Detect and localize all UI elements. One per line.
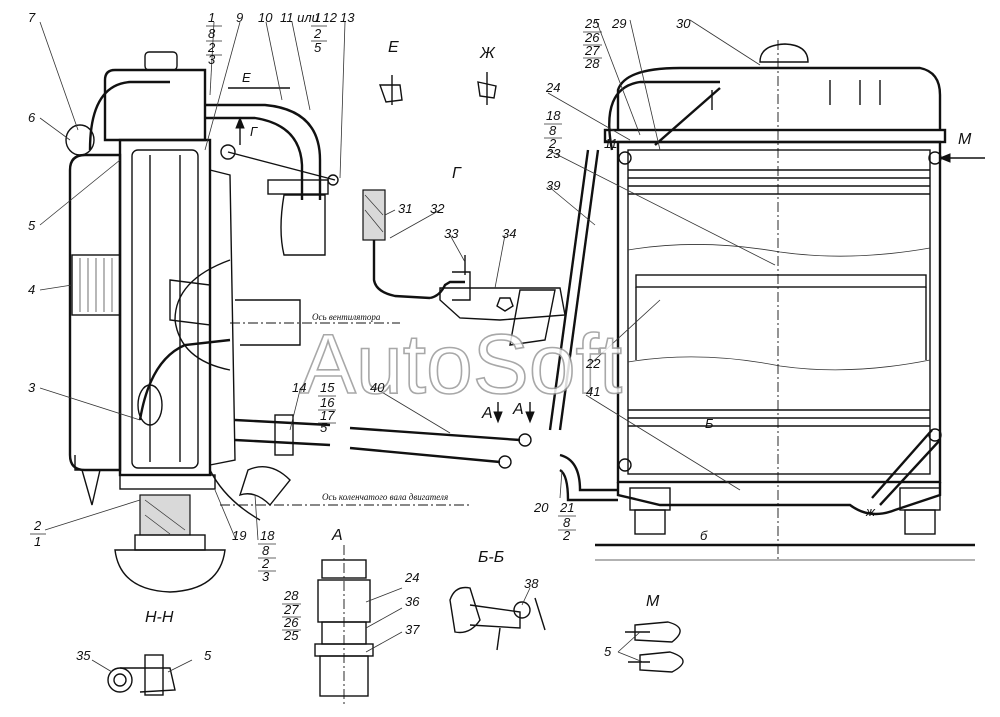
- stack-18-8-2-right: 18 8 2: [544, 108, 562, 151]
- callout-37: 37: [405, 622, 420, 637]
- stack-15-16-17-5: 15 16 17 5: [318, 380, 336, 435]
- watermark: AutoSoft: [300, 317, 622, 411]
- callout-24: 24: [545, 80, 560, 95]
- stack-item: 15: [320, 380, 335, 395]
- callout-4: 4: [28, 282, 35, 297]
- stack-item: 2: [313, 26, 322, 41]
- marker-b: Б: [705, 416, 714, 431]
- callouts: 7 6 5 4 3 9 10 11 или 12 13 14 19 31 32 …: [28, 10, 691, 663]
- crankshaft-axis-label: Ось коленчатого вала двигателя: [322, 492, 448, 502]
- stack-item: 1: [314, 10, 321, 25]
- callout-5-nn: 5: [204, 648, 212, 663]
- stack-1-8-2-3: 1 8 2 3: [206, 10, 222, 67]
- callout-3: 3: [28, 380, 36, 395]
- stack-18-8-2-3: 18 8 2 3: [258, 528, 276, 584]
- fan-axis-label: Ось вентилятора: [312, 312, 381, 322]
- stack-item: 2: [261, 556, 270, 571]
- callout-23: 23: [545, 146, 561, 161]
- stack-item: 2: [207, 40, 216, 55]
- callout-39: 39: [546, 178, 560, 193]
- stack-item: 28: [584, 56, 600, 71]
- marker-e: Е: [242, 70, 251, 85]
- stack-item: 18: [260, 528, 275, 543]
- callout-40: 40: [370, 380, 385, 395]
- callout-6: 6: [28, 110, 36, 125]
- stack-item: 16: [320, 395, 335, 410]
- stack-item: 3: [208, 52, 216, 67]
- callout-32: 32: [430, 201, 445, 216]
- callout-10: 10: [258, 10, 273, 25]
- callout-19: 19: [232, 528, 246, 543]
- callout-35: 35: [76, 648, 91, 663]
- stack-item: 1: [34, 534, 41, 549]
- callout-13: 13: [340, 10, 355, 25]
- stack-item: 21: [559, 500, 574, 515]
- stack-28-27-26-25: 28 27 26 25: [282, 588, 301, 643]
- view-g-title: Г: [452, 165, 462, 182]
- stack-item: 8: [563, 515, 571, 530]
- stack-item: 18: [546, 108, 561, 123]
- callout-24-a: 24: [404, 570, 419, 585]
- marker-b-lower: б: [700, 528, 708, 543]
- view-nn-title: Н-Н: [145, 609, 174, 626]
- callout-5-m: 5: [604, 644, 612, 659]
- callout-34: 34: [502, 226, 516, 241]
- view-zh-title: Ж: [479, 45, 496, 62]
- callout-11: 11: [604, 136, 618, 151]
- left-side-view: [65, 51, 470, 593]
- stack-item: 27: [584, 43, 600, 58]
- stack-item: 1: [208, 10, 215, 25]
- stack-item: 8: [549, 123, 557, 138]
- callout-33: 33: [444, 226, 459, 241]
- stack-item: 8: [262, 543, 270, 558]
- detail-views: [107, 72, 684, 705]
- callout-41: 41: [586, 384, 600, 399]
- callout-36: 36: [405, 594, 420, 609]
- marker-g: Г: [250, 124, 258, 139]
- stack-item: 25: [584, 16, 600, 31]
- view-a-title: А: [331, 527, 343, 544]
- right-front-view: [548, 40, 985, 561]
- leader-lines: [39, 19, 776, 673]
- callout-5: 5: [28, 218, 36, 233]
- stack-1-2-5: 1 2 5: [311, 10, 327, 55]
- stack-item: 28: [283, 588, 299, 603]
- stack-2-1: 2 1: [30, 518, 46, 549]
- stack-item: 17: [320, 408, 335, 423]
- stack-item: 2: [33, 518, 42, 533]
- stack-item: 25: [283, 628, 299, 643]
- stack-item: 2: [562, 528, 571, 543]
- stack-25-26-27-28: 25 26 27 28: [583, 16, 602, 71]
- stack-item: 26: [584, 30, 600, 45]
- view-e-title: Е: [388, 39, 399, 56]
- stack-item: 26: [283, 615, 299, 630]
- stack-item: 5: [314, 40, 322, 55]
- callout-7: 7: [28, 10, 36, 25]
- view-bb-title: Б-Б: [478, 549, 504, 566]
- marker-zh: ж: [865, 504, 876, 519]
- callout-30: 30: [676, 16, 691, 31]
- stack-item: 8: [208, 26, 216, 41]
- callout-22: 22: [585, 356, 601, 371]
- view-a-arrow-1: А: [481, 405, 493, 422]
- callout-9: 9: [236, 10, 243, 25]
- callout-31: 31: [398, 201, 412, 216]
- view-m-title: М: [646, 593, 660, 610]
- stack-item: 27: [283, 602, 299, 617]
- stack-item: 3: [262, 569, 270, 584]
- stack-21-8-2: 21 8 2: [558, 500, 576, 543]
- marker-m: М: [958, 131, 972, 148]
- stack-item: 2: [548, 136, 557, 151]
- callout-29: 29: [611, 16, 626, 31]
- callout-11-or-12: 11 или 12: [280, 10, 338, 25]
- view-a-arrow-2: А: [512, 401, 524, 418]
- callout-20: 20: [533, 500, 549, 515]
- stack-item: 5: [320, 420, 328, 435]
- callout-38: 38: [524, 576, 539, 591]
- callout-14: 14: [292, 380, 306, 395]
